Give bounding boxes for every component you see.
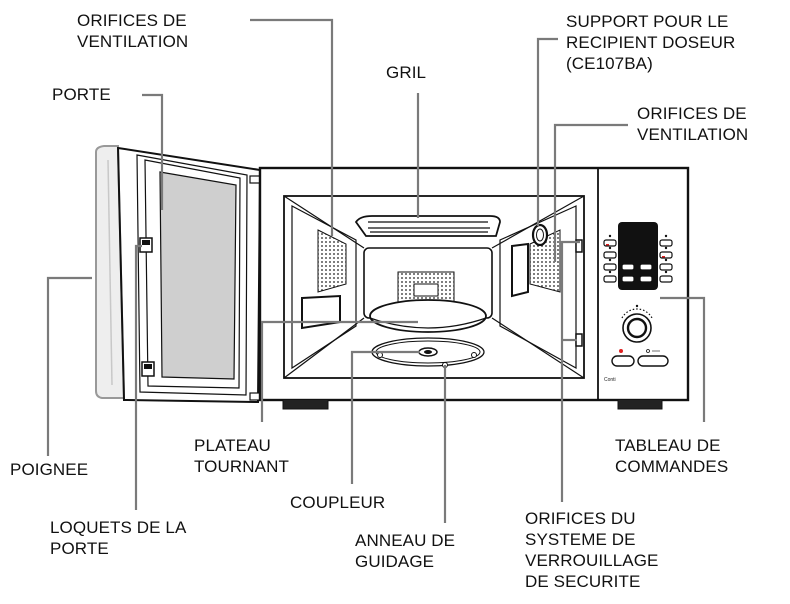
start-button-icon [637, 355, 669, 367]
label-orifices-ventilation-right: ORIFICES DE VENTILATION [637, 104, 749, 144]
display [618, 222, 658, 290]
control-panel [603, 222, 673, 367]
label-tableau-commandes: TABLEAU DE COMMANDES [615, 436, 729, 476]
label-porte: PORTE [52, 85, 111, 104]
turntable-icon [369, 299, 487, 333]
label-anneau-guidage: ANNEAU DE GUIDAGE [355, 531, 456, 571]
stop-button-icon [611, 355, 635, 367]
left-vent [317, 229, 347, 293]
vent-grille-icon [397, 271, 455, 303]
label-orifices-ventilation-top: ORIFICES DE VENTILATION [77, 11, 189, 51]
grill-element [354, 215, 501, 237]
interlock-hole-top [575, 239, 583, 253]
label-orifices-verrouillage: ORIFICES DU SYSTEME DE VERROUILLAGE DE S… [525, 509, 659, 591]
label-loquets-porte: LOQUETS DE LA PORTE [50, 518, 187, 558]
cavity [283, 195, 585, 379]
door-window [159, 171, 237, 380]
label-plateau-tournant: PLATEAU TOURNANT [194, 436, 289, 476]
label-gril: GRIL [386, 63, 427, 82]
label-support-recipient: SUPPORT POUR LE RECIPIENT DOSEUR (CE107B… [566, 12, 736, 73]
brand-logo: Conti [604, 377, 616, 383]
leader-lines [46, 18, 706, 523]
door [95, 145, 262, 404]
label-poignee: POIGNEE [10, 460, 89, 479]
label-coupleur: COUPLEUR [290, 493, 386, 512]
